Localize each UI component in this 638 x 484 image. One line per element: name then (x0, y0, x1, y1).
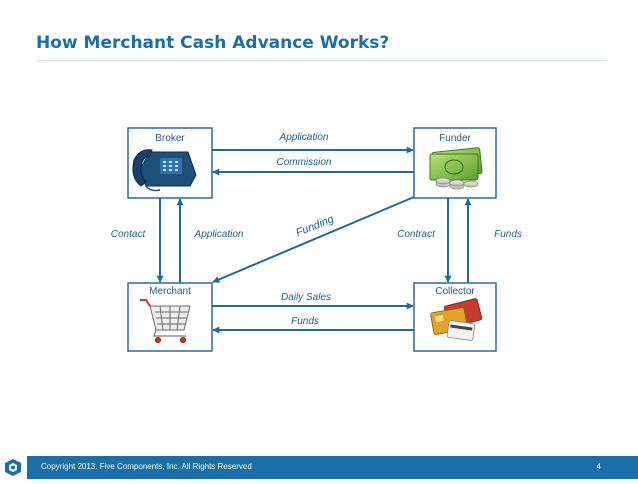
money-icon (429, 147, 483, 190)
label-funding: Funding (294, 213, 336, 239)
arrow-funding (212, 196, 415, 283)
page-number: 4 (596, 462, 601, 471)
label-contact: Contact (111, 229, 147, 240)
telephone-icon (132, 149, 197, 192)
merchant-node: Merchant (127, 282, 213, 352)
label-funds-right: Funds (494, 229, 522, 240)
slide-title: How Merchant Cash Advance Works? (36, 33, 390, 53)
footer-band: Copyright 2013. Five Components, Inc. Al… (27, 456, 638, 479)
credit-cards-icon (430, 298, 483, 341)
label-funds-bottom: Funds (291, 316, 319, 327)
company-logo (0, 456, 27, 479)
label-contract: Contract (397, 229, 436, 240)
copyright-text: Copyright 2013. Five Components, Inc. Al… (41, 462, 252, 471)
label-application-left: Application (194, 229, 244, 240)
funder-label: Funder (439, 133, 471, 144)
shopping-cart-icon (140, 299, 191, 343)
flow-diagram: Broker Funder (111, 127, 522, 352)
footer-bar: Copyright 2013. Five Components, Inc. Al… (0, 456, 638, 479)
broker-label: Broker (155, 133, 185, 144)
label-daily-sales: Daily Sales (281, 292, 331, 303)
label-commission: Commission (276, 157, 331, 168)
broker-node: Broker (127, 127, 213, 199)
label-application-top: Application (279, 132, 329, 143)
collector-label: Collector (435, 286, 475, 297)
funder-node: Funder (413, 127, 497, 199)
hexagon-logo-icon (5, 459, 21, 476)
title-divider (36, 60, 606, 61)
collector-node: Collector (413, 282, 497, 352)
merchant-label: Merchant (149, 286, 191, 297)
